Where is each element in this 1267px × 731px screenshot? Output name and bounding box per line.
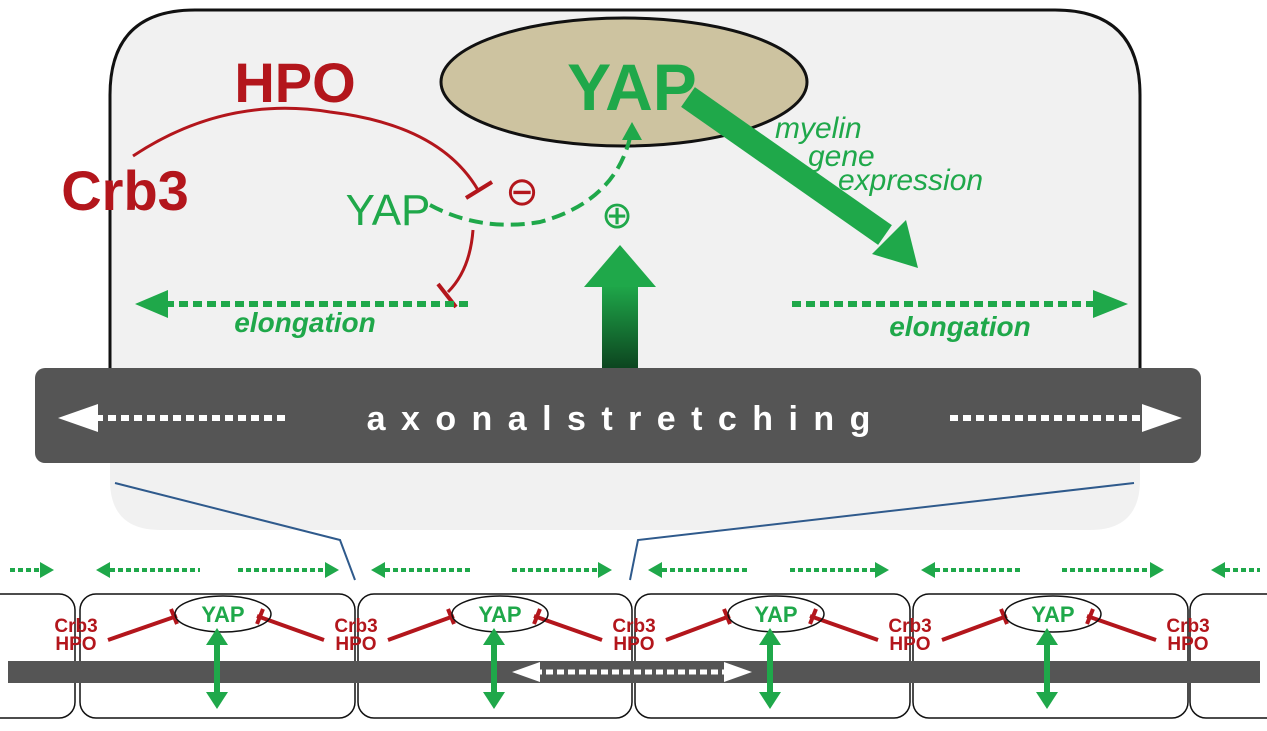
lower-yap-label: YAP (478, 602, 521, 627)
yap-nucleus-label: YAP (567, 50, 697, 124)
lower-nucleus (174, 595, 272, 633)
zoom-panel: YAP HPO Crb3 ⊖ YAP ⊕ myelin gene express… (35, 8, 1201, 581)
axonal-stretching-label: a x o n a l s t r e t c h i n g (367, 400, 874, 438)
lower-elongation-arrowhead (40, 562, 54, 578)
elongation-left-arrowhead (135, 290, 168, 318)
lower-stretch-arrowhead-left (512, 662, 540, 682)
cell-body-lower (110, 455, 1140, 530)
lower-vertical-arrowhead-down (206, 692, 228, 709)
lower-elongation-arrowhead (875, 562, 889, 578)
lower-inhibition-line-left (941, 614, 1008, 642)
lower-elongation-arrowhead (371, 562, 385, 578)
myelin-arrowhead (872, 220, 918, 268)
lower-vertical-arrowhead-up (1036, 628, 1058, 645)
zoom-connector-right (629, 482, 1135, 581)
zoom-connector-left (114, 482, 356, 581)
lower-inhibition-line-left (107, 614, 178, 642)
crb3-label: Crb3 (61, 159, 189, 222)
junction-crb3-label: Crb3 (334, 616, 377, 637)
lower-elongation-arrowhead (921, 562, 935, 578)
myelin-label-line1: myelin (775, 112, 862, 145)
lower-inhibition-bar (255, 608, 265, 625)
myelin-arrow-shaft (681, 87, 892, 245)
cell-body (108, 8, 1142, 377)
elongation-right-arrowhead (1093, 290, 1128, 318)
band-arrowhead-left (58, 404, 98, 432)
myelin-label-line3: expression (838, 164, 983, 197)
lower-elongation-arrowhead (598, 562, 612, 578)
plus-symbol: ⊕ (601, 195, 633, 237)
minus-symbol: ⊖ (505, 170, 539, 214)
junction-crb3-label: Crb3 (888, 616, 931, 637)
junction-hpo-label: HPO (889, 634, 930, 655)
elongation-left-label: elongation (234, 307, 376, 338)
stretch-up-arrowhead (584, 245, 656, 287)
lower-inhibition-bar (446, 608, 456, 625)
lower-vertical-arrowhead-down (759, 692, 781, 709)
elongation-inhibition-line (446, 229, 475, 294)
hpo-inhibition-arc (132, 106, 480, 191)
lower-inhibition-bar (169, 608, 179, 625)
junction-crb3-label: Crb3 (612, 616, 655, 637)
lower-inhibition-bar (808, 608, 818, 625)
lower-nucleus (1004, 595, 1102, 633)
lower-stretch-arrowhead-right (724, 662, 752, 682)
band-arrowhead-right (1142, 404, 1182, 432)
schwann-cell-outline (0, 593, 76, 719)
lower-vertical-arrowhead-down (1036, 692, 1058, 709)
lower-elongation-arrowhead (96, 562, 110, 578)
lower-yap-label: YAP (201, 602, 244, 627)
lower-vertical-arrowhead-up (759, 628, 781, 645)
junction-crb3-label: Crb3 (54, 616, 97, 637)
lower-elongation-arrowhead (648, 562, 662, 578)
junction-crb3-label: Crb3 (1166, 616, 1209, 637)
lower-nucleus (451, 595, 549, 633)
lower-elongation-arrowhead (325, 562, 339, 578)
lower-inhibition-line-left (665, 614, 731, 642)
lower-vertical-arrowhead-up (206, 628, 228, 645)
yap-translocation-path (429, 127, 634, 227)
lower-inhibition-bar (722, 608, 732, 625)
yap-cytoplasm-label: YAP (346, 186, 431, 235)
lower-vertical-arrowhead-up (483, 628, 505, 645)
junction-hpo-label: HPO (1167, 634, 1208, 655)
lower-elongation-arrowhead (1150, 562, 1164, 578)
inhibition-bar-top (464, 180, 494, 200)
junction-hpo-label: HPO (335, 634, 376, 655)
axon-band (35, 368, 1201, 463)
junction-hpo-label: HPO (55, 634, 96, 655)
lower-vertical-arrowhead-down (483, 692, 505, 709)
lower-yap-label: YAP (754, 602, 797, 627)
lower-inhibition-bar (1085, 608, 1095, 625)
schwann-cell-outline (1189, 593, 1267, 719)
lower-nucleus (727, 595, 825, 633)
stretch-up-arrow-shaft (602, 285, 638, 375)
lower-inhibition-bar (532, 608, 542, 625)
lower-inhibition-bar (999, 608, 1009, 625)
lower-yap-label: YAP (1031, 602, 1074, 627)
hpo-label: HPO (234, 51, 355, 114)
elongation-right-label: elongation (889, 311, 1031, 342)
junction-hpo-label: HPO (613, 634, 654, 655)
myelin-label-line2: gene (808, 140, 875, 173)
lower-inhibition-line-left (387, 614, 455, 642)
translocation-arrowhead (622, 122, 642, 140)
lower-elongation-arrowhead (1211, 562, 1225, 578)
